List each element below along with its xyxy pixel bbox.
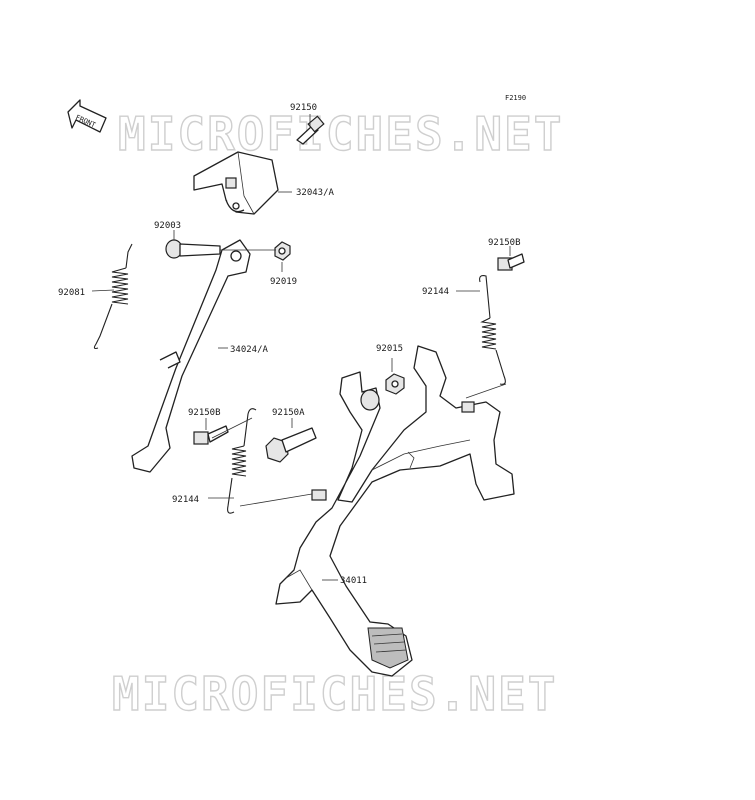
spring-92144-left-icon bbox=[227, 408, 257, 514]
part-label: 92144 bbox=[422, 287, 449, 297]
front-arrow-icon: FRONT bbox=[67, 99, 107, 133]
part-label: 34024/A bbox=[230, 345, 269, 355]
spring-92081-icon bbox=[93, 243, 133, 350]
bracket-32043-icon bbox=[193, 151, 279, 215]
bolt-92003-icon bbox=[165, 239, 221, 259]
part-label: 92150 bbox=[290, 103, 317, 113]
part-label: 34011 bbox=[340, 576, 367, 586]
nut-92019-icon bbox=[274, 241, 291, 261]
part-label: 92081 bbox=[58, 288, 85, 298]
part-label: 92015 bbox=[376, 344, 403, 354]
side-stand-34024-icon bbox=[131, 239, 251, 473]
part-label: 32043/A bbox=[296, 188, 335, 198]
figure-code: F2190 bbox=[505, 94, 526, 102]
nut-92015-icon bbox=[385, 373, 405, 395]
leader-lines bbox=[91, 114, 511, 581]
watermark-top: MICROFICHES.NET bbox=[118, 107, 563, 161]
bolt-92150-top-icon bbox=[296, 115, 325, 145]
part-label: 92150B bbox=[188, 408, 221, 418]
center-stand-34011-icon bbox=[275, 345, 515, 677]
spring-92144-right-icon bbox=[479, 275, 506, 385]
part-label: 92144 bbox=[172, 495, 199, 505]
watermark-bottom: MICROFICHES.NET bbox=[112, 667, 557, 721]
part-labels: 92150 32043/A 92003 92019 92081 34024/A … bbox=[58, 103, 521, 586]
bolt-92150b-right-icon bbox=[497, 253, 525, 271]
part-label: 92019 bbox=[270, 277, 297, 287]
bolt-92150a-icon bbox=[265, 427, 317, 463]
part-label: 92150A bbox=[272, 408, 305, 418]
bolt-92150b-left-icon bbox=[193, 425, 229, 445]
part-label: 92150B bbox=[488, 238, 521, 248]
part-label: 92003 bbox=[154, 221, 181, 231]
